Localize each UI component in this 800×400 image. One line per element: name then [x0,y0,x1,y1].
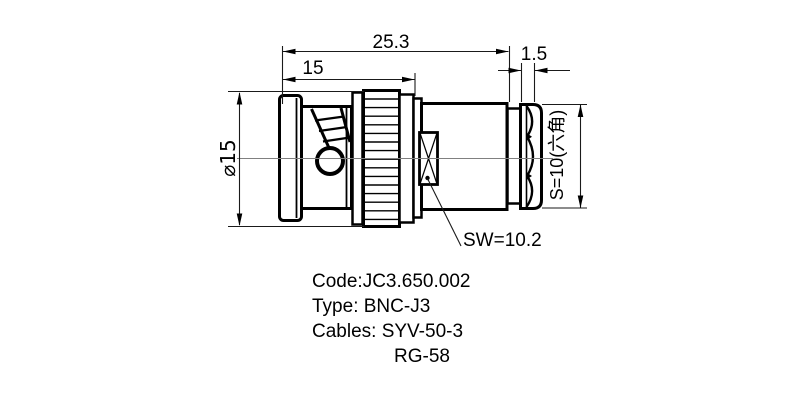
note-cables-2: RG-58 [394,346,450,367]
dim-1-5-lines [498,63,570,102]
note-type: Type: BNC-J3 [312,296,431,317]
sw-leader-line [427,178,462,247]
dim-label-front-length: 15 [302,58,324,79]
dim-label-wrench-size: SW=10.2 [463,230,542,251]
dim-25-3-lines [281,46,511,104]
dim-label-hex-flats: S=10(六角) [547,109,567,201]
bayonet-slot [310,107,352,176]
leader-dot [425,175,430,181]
rear-neck [506,107,522,205]
dim-s10-lines [542,103,587,209]
knurl-hatch [365,98,398,221]
dim-15-lines [283,73,416,96]
dim-dia15-lines [228,90,364,228]
dim-label-groove: 1.5 [520,44,548,65]
dim-label-diameter: ⌀15 [216,139,240,177]
main-body [420,102,509,211]
dim-label-total-length: 25.3 [372,32,410,53]
hex-nut [519,103,543,210]
dimension-lines [228,46,587,247]
note-code: Code:JC3.650.002 [312,271,471,292]
note-cables: Cables: SYV-50-3 [312,321,464,342]
